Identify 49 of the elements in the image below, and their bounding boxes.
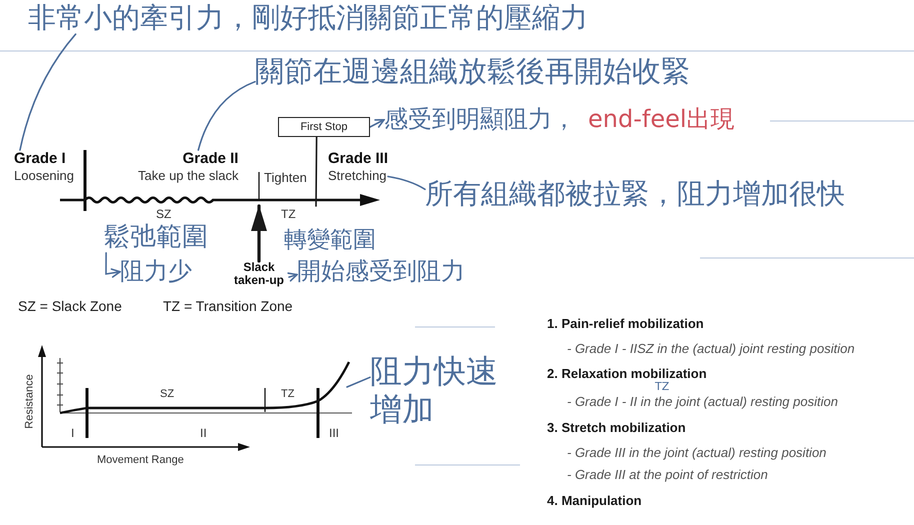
- arrow: [369, 119, 385, 128]
- pointer-label: Slack taken-up: [229, 261, 289, 287]
- handwritten-note: 鬆弛範圍: [104, 223, 208, 253]
- handwritten-note: 開始感受到阻力: [297, 258, 465, 286]
- axis-title: Movement Range: [97, 454, 184, 467]
- abbreviation-key: SZ = Slack Zone: [18, 298, 122, 314]
- axis-title: Resistance: [24, 373, 36, 431]
- leader-line: [198, 80, 256, 151]
- grade-numeral: I: [71, 426, 74, 440]
- label-box: First Stop: [278, 117, 370, 137]
- list-item: - Grade I - IISZ in the (actual) joint resting position: [567, 341, 855, 356]
- leader-line: [346, 376, 371, 388]
- list-item: - Grade III in the joint (actual) resting position: [567, 445, 826, 460]
- handwritten-note: TZ: [655, 381, 670, 394]
- zone-label: TZ: [281, 388, 294, 401]
- handwritten-note: 所有組織都被拉緊，阻力增加很快: [425, 178, 845, 210]
- arrow: [251, 204, 267, 263]
- zone-label: TZ: [281, 207, 296, 221]
- list-item: - Grade III at the point of restriction: [567, 467, 768, 482]
- grade-subtitle: Loosening: [14, 168, 74, 184]
- grade-heading: Grade II: [182, 150, 238, 168]
- axis-arrow: [60, 194, 380, 206]
- zone-label: SZ: [156, 207, 172, 221]
- grade-subtitle: Stretching: [328, 168, 388, 184]
- list-heading: 4. Manipulation: [547, 493, 642, 508]
- leader-line: [387, 176, 426, 190]
- grade-heading: Grade I: [14, 150, 67, 168]
- grade-subtitle: Take up the slack: [138, 168, 238, 184]
- leader-line: [315, 136, 318, 207]
- handwritten-note: 感受到明顯阻力，: [384, 106, 576, 134]
- arrow: [105, 252, 121, 278]
- zone-label: SZ: [160, 388, 174, 401]
- handwritten-note: 轉變範圍: [284, 227, 376, 254]
- list-heading: 1. Pain-relief mobilization: [547, 316, 704, 331]
- grade-numeral: III: [329, 426, 340, 440]
- handwritten-note: 阻力少: [120, 258, 192, 286]
- handwritten-note: 非常小的牽引力，剛好抵消關節正常的壓縮力: [28, 2, 588, 34]
- handwritten-note: end-feel出現: [588, 106, 735, 134]
- abbreviation-key: TZ = Transition Zone: [163, 298, 293, 314]
- handwritten-note: 關節在週邊組織放鬆後再開始收緊: [255, 55, 690, 88]
- grade-heading: Grade III: [328, 150, 388, 168]
- list-heading: 2. Relaxation mobilization: [547, 366, 707, 381]
- grade-numeral: II: [200, 426, 207, 440]
- handwritten-note: 阻力快速增加: [370, 352, 506, 429]
- list-item: - Grade I - II in the joint (actual) resting position: [567, 394, 838, 409]
- leader-line: [19, 33, 76, 151]
- list-heading: 3. Stretch mobilization: [547, 420, 686, 435]
- arrow: [287, 272, 298, 282]
- phase-label: Tighten: [264, 170, 307, 185]
